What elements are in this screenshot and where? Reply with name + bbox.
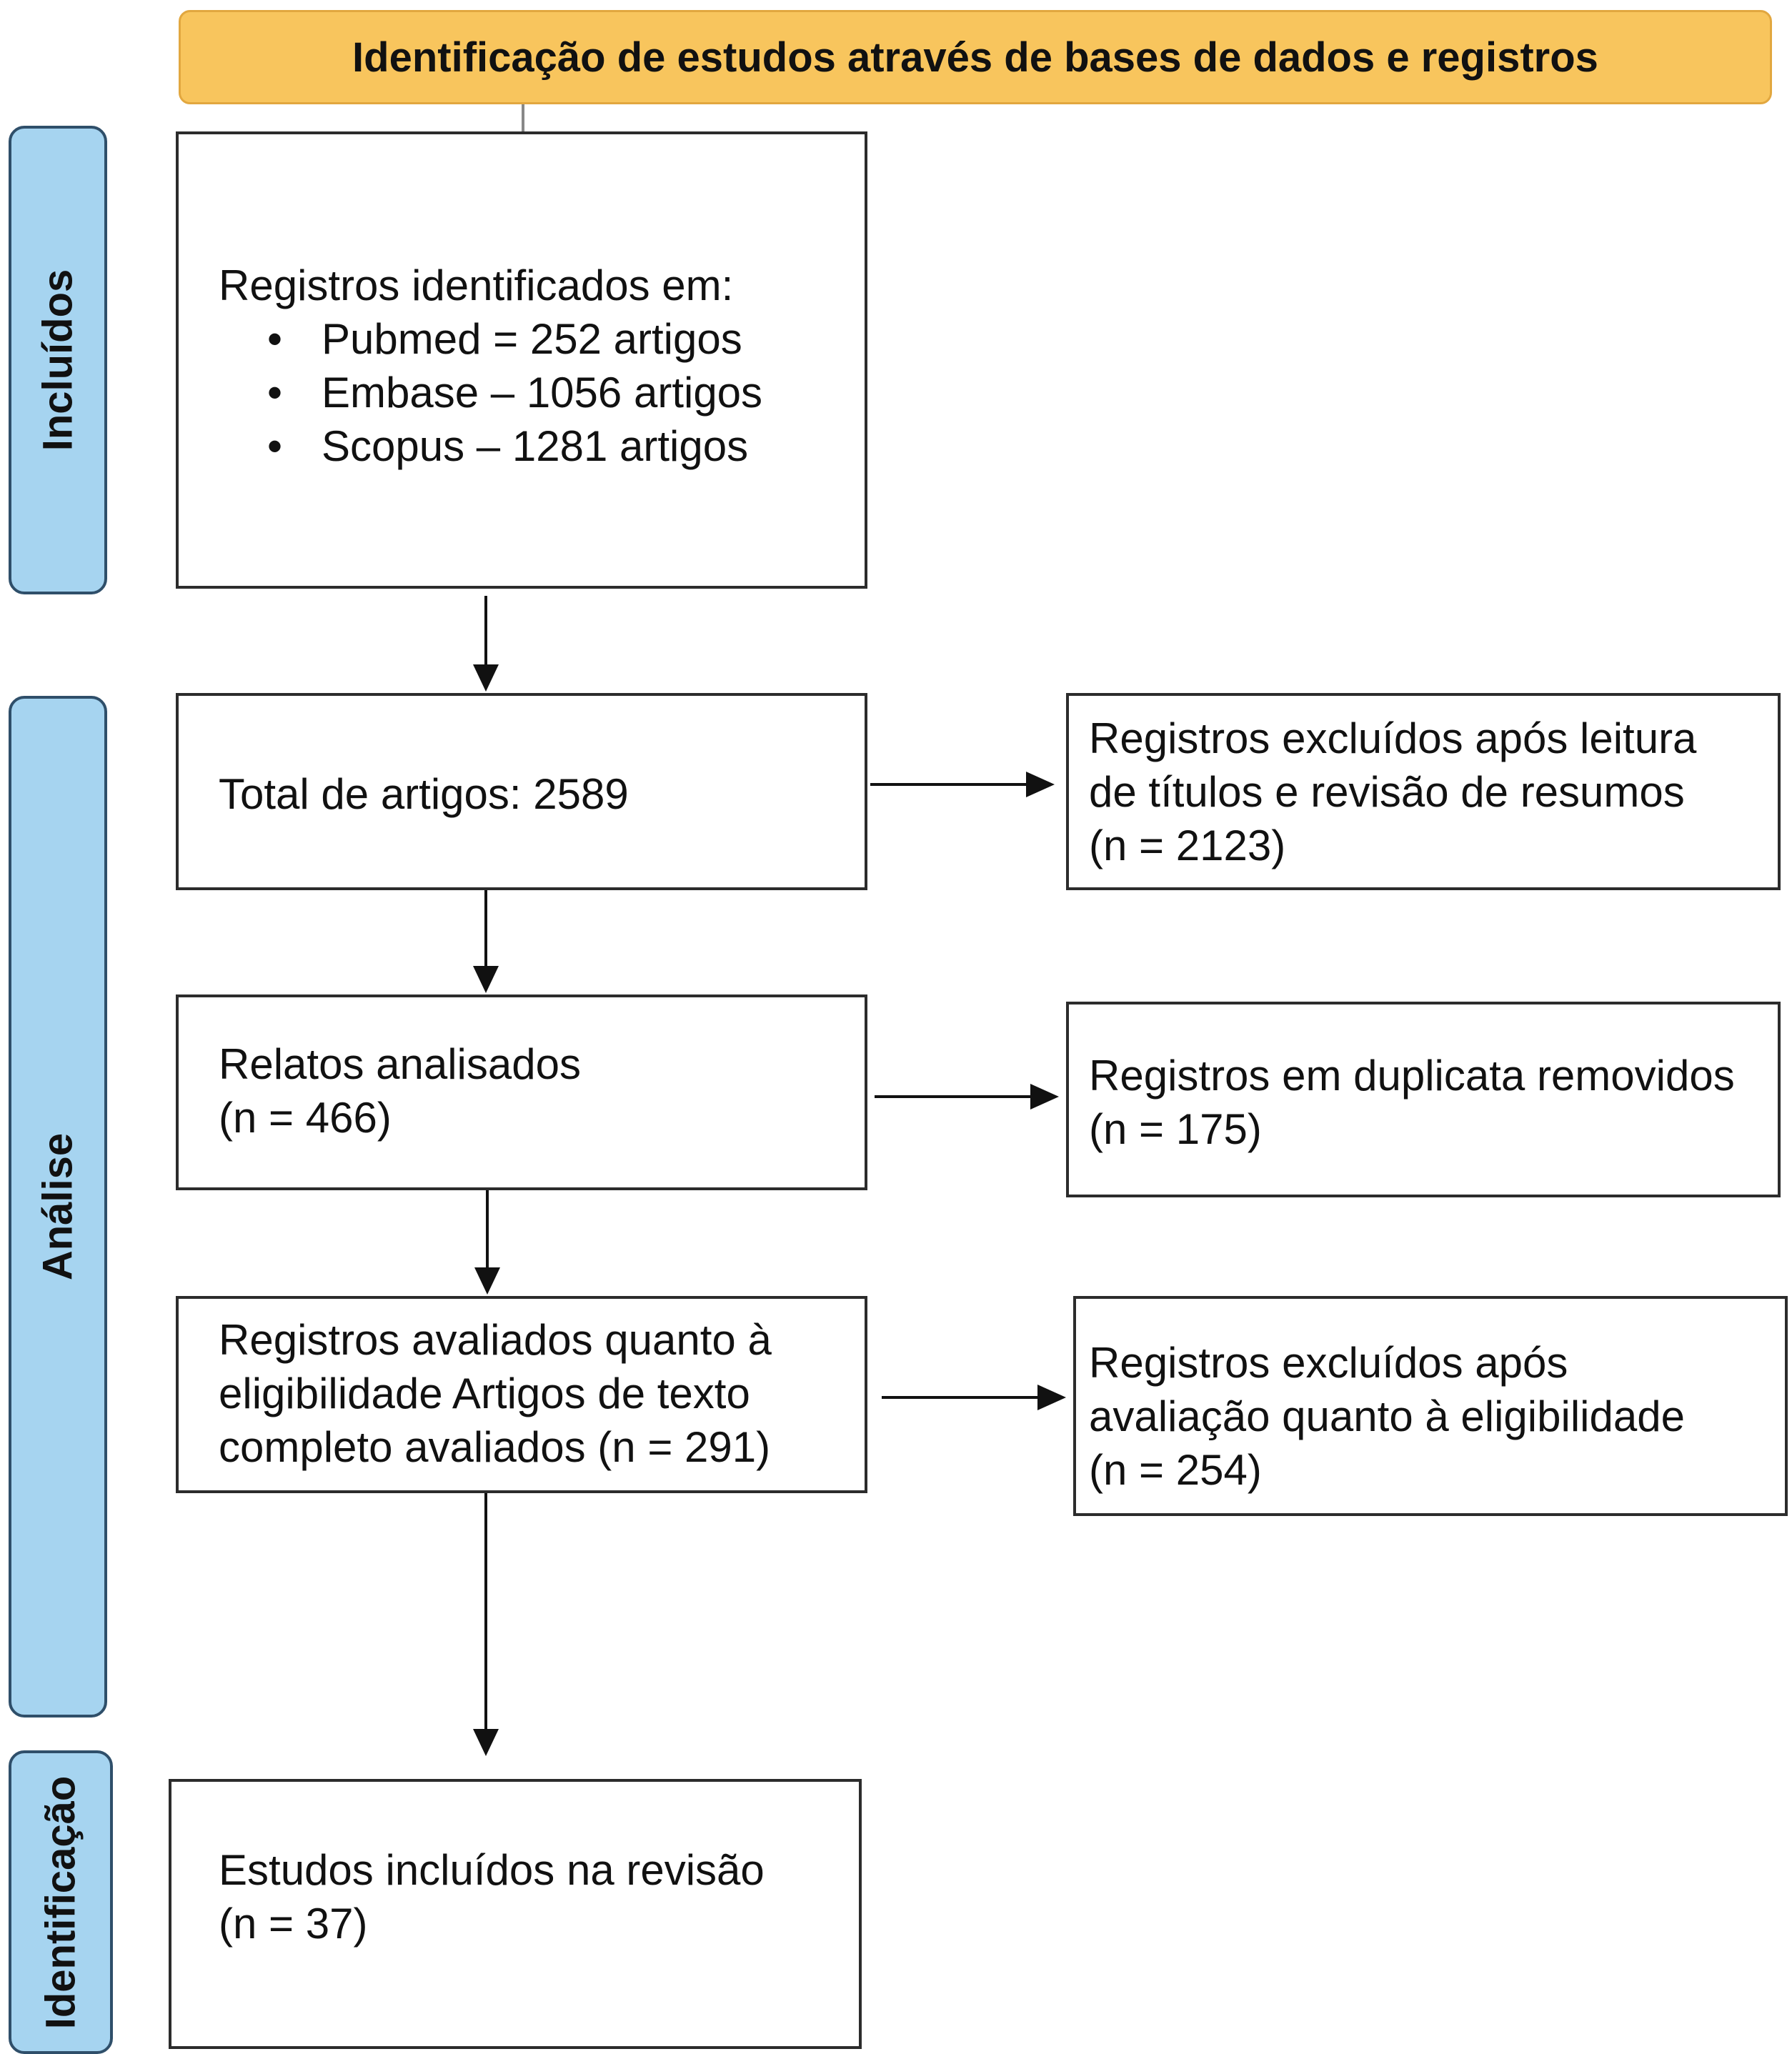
bullet-icon: • [267, 315, 283, 363]
section-incluidos: Incluídos [9, 126, 107, 594]
records-identified-title: Registros identificados em: [219, 261, 734, 309]
duplicates-removed-box: Registros em duplicata removidos (n = 17… [1066, 1002, 1781, 1197]
arrowhead-icon [1026, 772, 1055, 797]
total-articles-text: Total de artigos: 2589 [219, 770, 629, 818]
arrowhead-icon [1037, 1385, 1066, 1410]
arrowhead-icon [473, 966, 499, 993]
bullet-icon: • [267, 422, 283, 470]
excluded-titles-text: Registros excluídos após leitura de títu… [1089, 714, 1697, 869]
records-identified-box: Registros identificados em: •Pubmed = 25… [176, 131, 867, 589]
arrowhead-icon [474, 1267, 500, 1295]
bullet-icon: • [267, 369, 283, 417]
excluded-titles-box: Registros excluídos após leitura de títu… [1066, 693, 1781, 890]
section-identificacao: Identificação [9, 1750, 113, 2054]
eligibility-assessed-text: Registros avaliados quanto à eligibilida… [219, 1316, 772, 1471]
included-studies-text: Estudos incluídos na revisão (n = 37) [219, 1846, 765, 1948]
records-identified-text: Registros identificados em: •Pubmed = 25… [219, 259, 762, 473]
excluded-eligibility-box: Registros excluídos após avaliação quant… [1073, 1296, 1788, 1516]
included-studies-box: Estudos incluídos na revisão (n = 37) [169, 1779, 862, 2049]
database-item: •Embase – 1056 artigos [219, 366, 762, 419]
total-articles-box: Total de artigos: 2589 [176, 693, 867, 890]
arrowhead-icon [473, 664, 499, 692]
analyzed-reports-box: Relatos analisados (n = 466) [176, 994, 867, 1190]
arrowhead-icon [1030, 1084, 1059, 1110]
duplicates-removed-text: Registros em duplicata removidos (n = 17… [1089, 1052, 1735, 1153]
database-list: •Pubmed = 252 artigos •Embase – 1056 art… [219, 312, 762, 473]
eligibility-assessed-box: Registros avaliados quanto à eligibilida… [176, 1296, 867, 1493]
header-banner: Identificação de estudos através de base… [179, 10, 1772, 104]
excluded-eligibility-text: Registros excluídos após avaliação quant… [1089, 1339, 1685, 1494]
arrowhead-icon [473, 1729, 499, 1756]
analyzed-reports-text: Relatos analisados (n = 466) [219, 1040, 581, 1142]
section-analise: Análise [9, 696, 107, 1718]
database-item: •Pubmed = 252 artigos [219, 312, 762, 366]
database-item: •Scopus – 1281 artigos [219, 419, 762, 473]
header-title: Identificação de estudos através de base… [352, 34, 1598, 81]
